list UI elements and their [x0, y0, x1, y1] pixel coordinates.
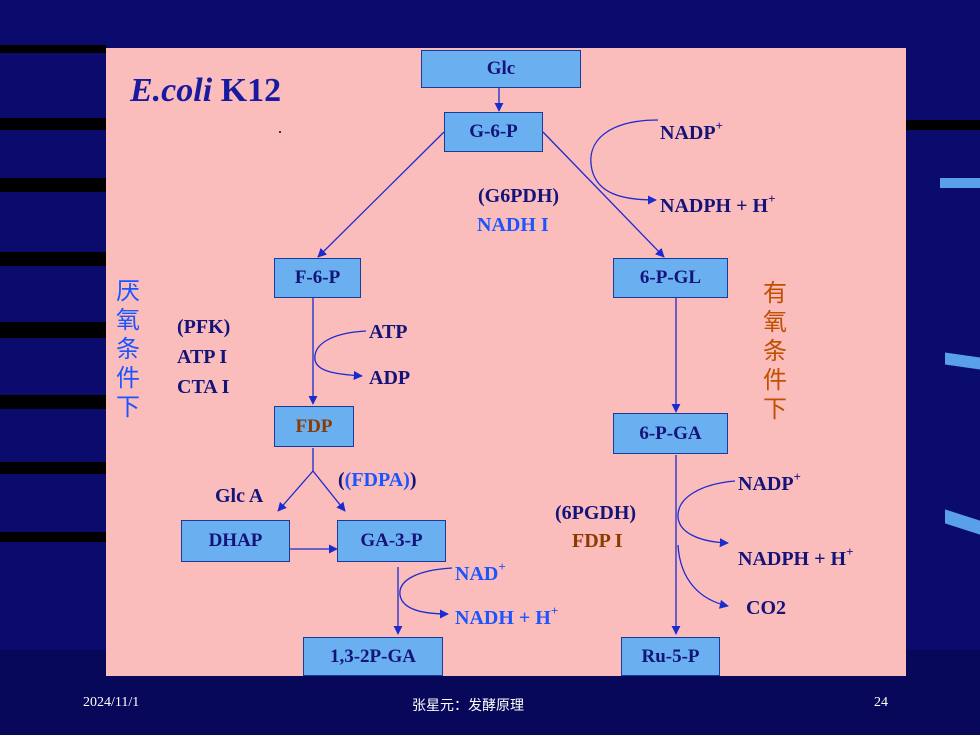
background-stripe	[0, 532, 106, 542]
label-6pgdh: (6PGDH)	[555, 502, 637, 524]
arc-atp-adp	[314, 330, 367, 381]
node-dhap: DHAP	[181, 520, 290, 562]
arrow-fork-ga3p	[312, 470, 346, 512]
decorative-dot	[279, 131, 281, 133]
node-6pga: 6-P-GA	[613, 413, 728, 454]
arrow-g6p-f6p	[317, 131, 445, 258]
title-strain: K12	[220, 72, 282, 109]
arc-nad-nadh	[399, 567, 453, 619]
aerobic-char: 条	[763, 337, 787, 365]
footer-page-number: 24	[874, 695, 888, 710]
title-organism: E.coli	[130, 72, 213, 109]
anaerobic-label: 厌 氧 条 件 下	[114, 277, 142, 422]
node-f6p: F-6-P	[274, 258, 361, 298]
footer-author: 张星元：发酵原理	[412, 698, 524, 714]
label-pfk: (PFK)	[177, 316, 231, 338]
anaerobic-char: 条	[116, 335, 140, 363]
node-ga3p: GA-3-P	[337, 520, 446, 562]
label-atp-i: ATP I	[177, 346, 228, 368]
background-accent	[940, 178, 980, 188]
label-nadp-1: NADP+	[660, 118, 723, 144]
arrow-fork-dhap	[277, 470, 314, 512]
arc-6pga-co2	[677, 544, 729, 609]
background-stripe	[0, 252, 106, 266]
label-fdp-i: FDP I	[572, 530, 623, 552]
label-nadph-2: NADPH + H+	[738, 544, 854, 570]
node-fdp: FDP	[274, 406, 354, 447]
anaerobic-char: 件	[116, 364, 140, 392]
node-13bpga: 1,3-2P-GA	[303, 637, 443, 676]
background-stripe	[0, 322, 106, 338]
arc-nadp-nadph-2	[677, 480, 736, 548]
label-nadph-1: NADPH + H+	[660, 191, 776, 217]
background-stripe	[0, 395, 106, 409]
aerobic-char: 下	[763, 395, 787, 423]
label-fdpa: ((FDPA))	[338, 469, 417, 491]
label-nadh-i: NADH I	[477, 214, 549, 236]
background-stripe	[0, 462, 106, 474]
label-nadh: NADH + H+	[455, 603, 559, 629]
anaerobic-char: 下	[116, 393, 140, 421]
diagram-title: E.coli K12	[130, 72, 281, 110]
label-adp: ADP	[369, 367, 411, 389]
label-atp: ATP	[369, 321, 408, 343]
aerobic-char: 有	[763, 279, 787, 307]
anaerobic-char: 厌	[116, 277, 140, 305]
label-nadp-2: NADP+	[738, 469, 801, 495]
node-ru5p: Ru-5-P	[621, 637, 720, 676]
aerobic-char: 件	[763, 366, 787, 394]
label-co2: CO2	[746, 597, 786, 619]
label-cta-i: CTA I	[177, 376, 230, 398]
background-stripe	[906, 120, 980, 130]
arrow-g6p-6pgl	[542, 131, 665, 258]
background-stripe	[0, 178, 106, 192]
node-glc: Glc	[421, 50, 581, 88]
label-nad: NAD+	[455, 559, 506, 585]
label-glc-a: Glc A	[215, 485, 264, 507]
diagram-panel	[106, 48, 906, 676]
label-g6pdh: (G6PDH)	[478, 185, 560, 207]
aerobic-label: 有 氧 条 件 下	[761, 279, 789, 424]
background-stripe	[0, 45, 106, 53]
node-g6p: G-6-P	[444, 112, 543, 152]
arc-nadp-nadph-1	[590, 119, 659, 205]
footer-date: 2024/11/1	[83, 695, 140, 710]
background-stripe	[0, 118, 106, 130]
anaerobic-char: 氧	[116, 306, 140, 334]
aerobic-char: 氧	[763, 308, 787, 336]
node-6pgl: 6-P-GL	[613, 258, 728, 298]
